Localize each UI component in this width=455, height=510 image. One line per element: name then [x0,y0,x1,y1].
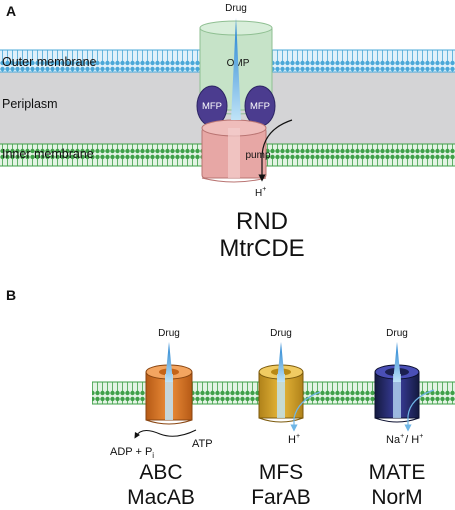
norm-name-label: NorM [371,486,422,509]
mfs-proton-arrow [290,391,321,432]
atp-label: ATP [192,438,213,450]
panel-a-letter: A [6,3,16,19]
mate-ion-label: Na+/ H+ [386,433,423,446]
mate-family-label: MATE [369,461,426,484]
mtrcde-name-label: MtrCDE [219,235,304,262]
adp-label: ADP + Pi [110,446,154,460]
abc-drug-label: Drug [158,328,180,339]
outer-membrane-label: Outer membrane [2,55,97,69]
periplasm-label: Periplasm [2,97,58,111]
abc-family-label: ABC [139,461,182,484]
proton-flow-arrow [258,119,293,182]
abc-drug-arrow [165,342,173,382]
mfp-right-label: MFP [250,101,270,112]
macab-name-label: MacAB [127,486,195,509]
rnd-pump [201,119,267,183]
mfs-drug-label: Drug [270,328,292,339]
drug-efflux-arrow [231,18,241,120]
mfs-family-label: MFS [259,461,303,484]
rnd-family-label: RND [236,208,288,235]
mate-ion-arrow [404,389,435,432]
panel-b-letter: B [6,287,16,303]
drug-label-a: Drug [225,3,247,14]
inner-membrane-label: Inner membrane [2,147,94,161]
mfs-proton-label: H+ [288,433,300,446]
mate-drug-label: Drug [386,328,408,339]
farab-name-label: FarAB [251,486,311,509]
pump-label: pump [245,150,270,161]
atp-hydrolysis-arrow [134,429,197,439]
mfp-left-label: MFP [202,101,222,112]
proton-label-a: H+ [255,186,266,199]
mate-drug-arrow [393,342,401,382]
mfs-drug-arrow [277,342,285,382]
